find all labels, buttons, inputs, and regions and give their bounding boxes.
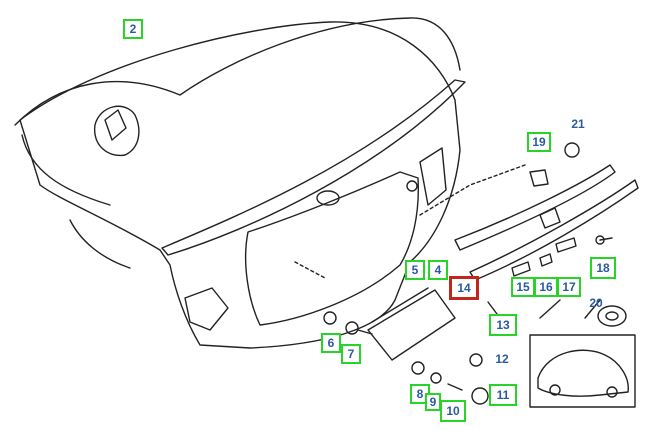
callout-2-label: 2	[129, 22, 137, 36]
callout-5-label: 5	[411, 263, 419, 277]
callout-15[interactable]: 15	[511, 277, 535, 297]
callout-7[interactable]: 7	[341, 344, 361, 364]
plate-recess	[244, 171, 420, 326]
callout-9[interactable]: 9	[425, 393, 441, 411]
callout-12[interactable]: 12	[490, 351, 514, 367]
callout-4[interactable]: 4	[428, 260, 448, 280]
callout-13-label: 13	[496, 318, 510, 332]
callout-11[interactable]: 11	[489, 384, 517, 406]
callout-21-label: 21	[571, 117, 585, 131]
callout-8-label: 8	[416, 387, 424, 401]
callout-12-label: 12	[495, 352, 509, 366]
callout-19-label: 19	[532, 135, 546, 149]
vehicle-inset-frame	[529, 334, 636, 408]
callout-17[interactable]: 17	[557, 277, 581, 297]
callout-6-label: 6	[327, 336, 335, 350]
emblem	[316, 190, 340, 206]
callout-5[interactable]: 5	[405, 260, 425, 280]
callout-2[interactable]: 2	[123, 19, 143, 39]
handle-moulding	[454, 164, 616, 251]
callout-18[interactable]: 18	[590, 257, 616, 279]
callout-17-label: 17	[562, 280, 576, 294]
callout-16-label: 16	[539, 280, 553, 294]
callout-15-label: 15	[516, 280, 530, 294]
callout-20[interactable]: 20	[584, 295, 608, 311]
callout-7-label: 7	[347, 347, 355, 361]
callout-20-label: 20	[589, 296, 603, 310]
callout-18-label: 18	[596, 261, 610, 275]
callout-9-label: 9	[429, 395, 437, 409]
callout-4-label: 4	[434, 263, 442, 277]
callout-13[interactable]: 13	[489, 314, 517, 336]
callout-14[interactable]: 14	[449, 276, 479, 300]
callout-10[interactable]: 10	[440, 400, 466, 422]
callout-11-label: 11	[496, 388, 510, 402]
callout-19[interactable]: 19	[527, 132, 551, 152]
trunk-lid	[19, 21, 461, 349]
trunk-seal-2	[14, 17, 461, 126]
callout-16[interactable]: 16	[534, 277, 558, 297]
callout-14-label: 14	[457, 281, 471, 295]
callout-6[interactable]: 6	[321, 333, 341, 353]
callout-10-label: 10	[446, 404, 460, 418]
callout-21[interactable]: 21	[566, 116, 590, 132]
